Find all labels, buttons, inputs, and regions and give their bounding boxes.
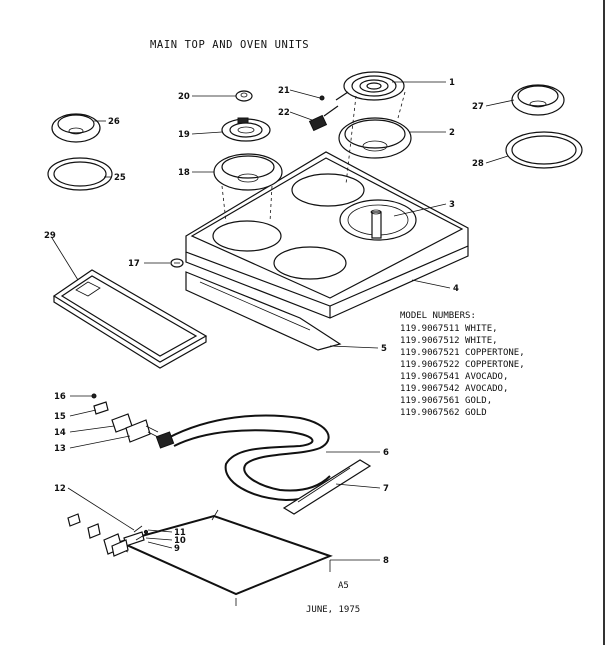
bracket-part-7 xyxy=(282,459,372,515)
date-label: JUNE, 1975 xyxy=(306,605,360,615)
callout-20: 20 xyxy=(178,92,190,102)
callout-26: 26 xyxy=(108,117,120,127)
model-number-row: 119.9067541 AVOCADO, xyxy=(400,372,508,382)
small-burner-alignment xyxy=(221,185,273,223)
screw-part-9 xyxy=(143,529,149,535)
bottom-panel-part-5 xyxy=(185,271,342,351)
model-number-row: 119.9067542 AVOCADO, xyxy=(400,384,508,394)
callout-10: 10 xyxy=(174,536,186,546)
cooktop-main-top xyxy=(185,151,469,319)
burner-alignment-line xyxy=(345,95,357,185)
broil-element-part-8 xyxy=(117,509,333,606)
callout-28: 28 xyxy=(472,159,484,169)
callout-22: 22 xyxy=(278,108,290,118)
callout-14: 14 xyxy=(54,428,66,438)
model-number-row: 119.9067512 WHITE, xyxy=(400,336,498,346)
screw-part-17 xyxy=(170,258,184,268)
callout-21: 21 xyxy=(278,86,290,96)
callout-4: 4 xyxy=(453,284,459,294)
model-number-row: 119.9067522 COPPERTONE, xyxy=(400,360,525,370)
callout-3: 3 xyxy=(449,200,455,210)
callout-16: 16 xyxy=(54,392,66,402)
model-numbers-heading: MODEL NUMBERS: xyxy=(400,311,476,321)
callout-27: 27 xyxy=(472,102,484,112)
control-knob-part-20 xyxy=(235,90,253,102)
callout-labels: 1 2 3 4 5 6 7 8 9 10 11 12 13 14 15 16 1… xyxy=(44,78,484,566)
lower-terminal-parts xyxy=(67,513,129,557)
callout-18: 18 xyxy=(178,168,190,178)
model-number-row: 119.9067562 GOLD xyxy=(400,408,487,418)
drip-bowl-part-27 xyxy=(511,84,565,116)
callout-8: 8 xyxy=(383,556,389,566)
callout-12: 12 xyxy=(54,484,66,494)
callout-2: 2 xyxy=(449,128,455,138)
griddle-cover-part-29 xyxy=(52,269,208,369)
callout-19: 19 xyxy=(178,130,190,140)
callout-6: 6 xyxy=(383,448,389,458)
clip-part-11 xyxy=(133,525,143,533)
insulator-part-16 xyxy=(91,393,97,399)
model-number-row: 119.9067561 GOLD, xyxy=(400,396,492,406)
screw-part-21 xyxy=(319,95,325,101)
terminal-block-part-22 xyxy=(308,105,339,132)
callout-7: 7 xyxy=(383,484,389,494)
callout-25: 25 xyxy=(114,173,126,183)
callout-29: 29 xyxy=(44,231,56,241)
callout-13: 13 xyxy=(54,444,66,454)
callout-5: 5 xyxy=(381,344,387,354)
callout-1: 1 xyxy=(449,78,455,88)
clip-part-10 xyxy=(135,533,147,541)
model-number-row: 119.9067521 COPPERTONE, xyxy=(400,348,525,358)
model-numbers-block: MODEL NUMBERS: 119.9067511 WHITE, 119.90… xyxy=(400,311,525,418)
page-number: A5 xyxy=(338,581,349,591)
leader-lines xyxy=(51,81,515,561)
receptacle-part-13 xyxy=(125,419,161,443)
callout-15: 15 xyxy=(54,412,66,422)
callout-17: 17 xyxy=(128,259,140,269)
bake-element-part-6 xyxy=(155,414,333,502)
model-number-row: 119.9067511 WHITE, xyxy=(400,324,498,334)
callout-9: 9 xyxy=(174,544,180,554)
drip-bowl-part-26 xyxy=(51,113,101,143)
surface-element-part-1 xyxy=(335,71,405,101)
callout-11: 11 xyxy=(174,528,186,538)
surface-element-part-19 xyxy=(221,117,271,142)
insulator-part-15 xyxy=(93,401,109,415)
drip-pan-part-18 xyxy=(213,153,283,191)
burner-alignment-line-right xyxy=(397,91,406,119)
diagram-title: MAIN TOP AND OVEN UNITS xyxy=(150,39,309,51)
drip-pan-part-2 xyxy=(338,117,412,159)
trim-ring-part-25 xyxy=(47,157,113,191)
trim-ring-part-28 xyxy=(505,131,583,169)
